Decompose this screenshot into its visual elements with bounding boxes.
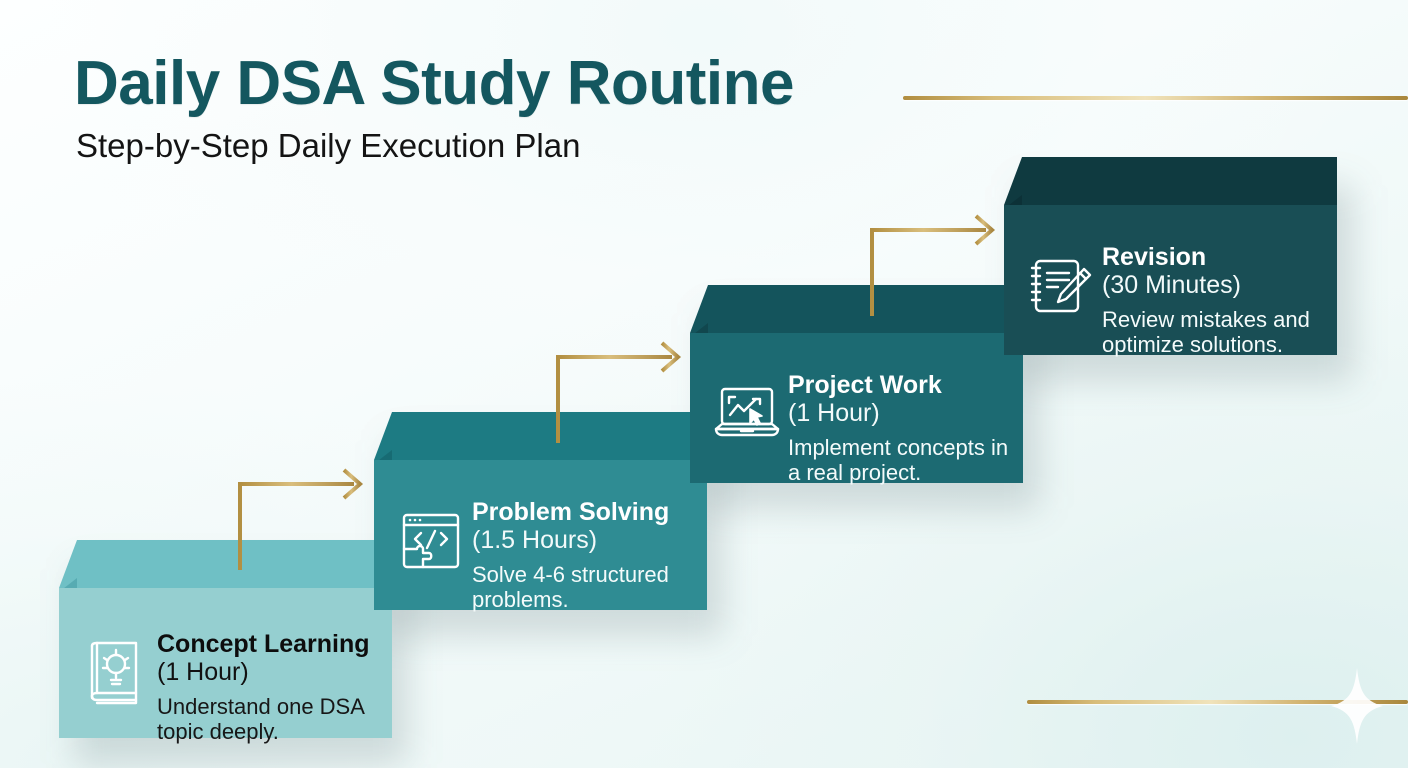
- text-container: Problem Solving (1.5 Hours) Solve 4-6 st…: [468, 480, 693, 613]
- step-card-project-work[interactable]: Project Work (1 Hour) Implement concepts…: [690, 285, 1039, 509]
- icon-container: [1024, 243, 1098, 329]
- card-top-face: [374, 412, 707, 460]
- step-description: Implement concepts in a real project.: [788, 434, 1009, 486]
- sparkle-star-icon: [1331, 668, 1383, 744]
- icon-container: [710, 371, 784, 457]
- step-description: Solve 4-6 structured problems.: [472, 561, 669, 613]
- top-gold-divider: [903, 96, 1408, 100]
- step-description: Understand one DSA topic deeply.: [157, 693, 364, 745]
- card-top-face: [1004, 157, 1337, 205]
- book-lightbulb-icon: [90, 641, 138, 705]
- step-title: Problem Solving: [472, 498, 670, 526]
- step-card-problem-solving[interactable]: Problem Solving (1.5 Hours) Solve 4-6 st…: [374, 412, 723, 636]
- icon-container: [394, 498, 468, 584]
- card-top-face: [690, 285, 1023, 333]
- step-description: Review mistakes and optimize solutions.: [1102, 306, 1310, 358]
- page-subtitle: Step-by-Step Daily Execution Plan: [76, 127, 581, 165]
- card-top-face: [59, 540, 392, 588]
- bottom-gold-divider: [1027, 700, 1408, 704]
- card-front-face: Problem Solving (1.5 Hours) Solve 4-6 st…: [374, 460, 707, 613]
- laptop-chart-cursor-icon: [714, 387, 780, 437]
- card-front-face: Project Work (1 Hour) Implement concepts…: [690, 333, 1023, 486]
- step-title: Concept Learning: [157, 630, 370, 658]
- step-card-revision[interactable]: Revision (30 Minutes) Review mistakes an…: [1004, 157, 1353, 381]
- step-title: Revision: [1102, 243, 1207, 271]
- step-duration: (1.5 Hours): [472, 526, 598, 554]
- step-duration: (1 Hour): [788, 399, 880, 427]
- step-card-concept-learning[interactable]: Concept Learning (1 Hour) Understand one…: [59, 540, 408, 764]
- card-front-face: Revision (30 Minutes) Review mistakes an…: [1004, 205, 1337, 358]
- step-duration: (30 Minutes): [1102, 271, 1241, 299]
- step-duration: (1 Hour): [157, 658, 249, 686]
- code-puzzle-window-icon: [402, 513, 460, 569]
- notepad-pencil-icon: [1030, 259, 1092, 313]
- card-front-face: Concept Learning (1 Hour) Understand one…: [59, 588, 392, 744]
- text-container: Project Work (1 Hour) Implement concepts…: [784, 353, 1009, 486]
- page-title: Daily DSA Study Routine: [74, 49, 794, 118]
- icon-container: [79, 630, 153, 716]
- header: Daily DSA Study Routine Step-by-Step Dai…: [74, 49, 974, 165]
- text-container: Concept Learning (1 Hour) Understand one…: [153, 608, 378, 745]
- step-title: Project Work: [788, 371, 942, 399]
- text-container: Revision (30 Minutes) Review mistakes an…: [1098, 225, 1323, 358]
